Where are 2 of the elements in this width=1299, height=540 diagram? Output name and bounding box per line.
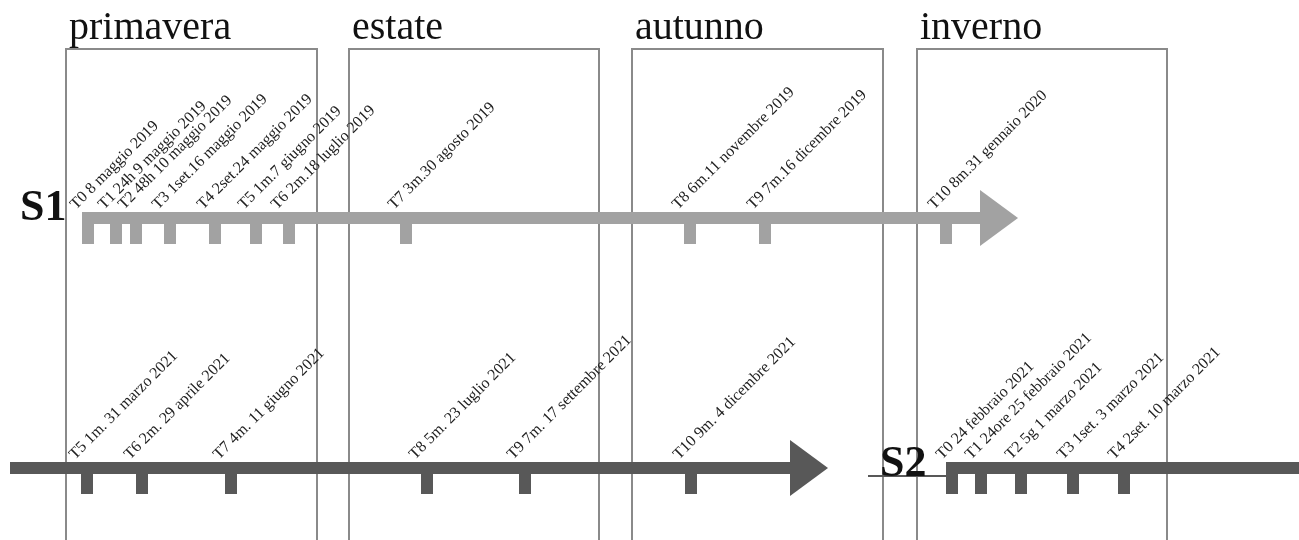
series-label: S2 (880, 440, 927, 484)
series-label: S1 (20, 184, 67, 228)
